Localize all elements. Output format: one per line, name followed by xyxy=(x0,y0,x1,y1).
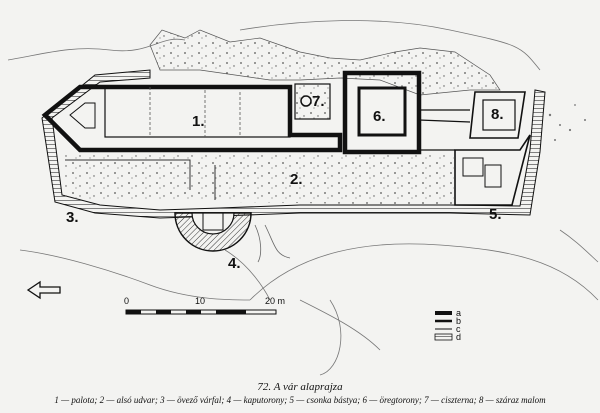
dry-mill-inner xyxy=(482,99,516,131)
bastion-chamber xyxy=(462,157,484,177)
cistern-well xyxy=(300,95,312,107)
approach-path xyxy=(254,224,291,263)
label-cistern: 7. xyxy=(312,93,325,110)
palace xyxy=(41,84,343,153)
palace-rooms xyxy=(149,87,241,137)
label-palace: 1. xyxy=(192,113,205,130)
label-half-bastion: 5. xyxy=(489,206,502,223)
keep-tower xyxy=(342,70,422,155)
scale-10: 10 xyxy=(195,296,205,306)
scatter-stones xyxy=(548,104,586,141)
figure-legend: 1 — palota; 2 — alsó udvar; 3 — övező vá… xyxy=(54,395,546,405)
direction-arrow-icon xyxy=(26,280,61,300)
label-outer-wall: 3. xyxy=(66,209,79,226)
rock-outcrop xyxy=(149,29,501,96)
scale-20: 20 m xyxy=(265,296,285,306)
scale-bar: 0 10 20 m xyxy=(124,296,285,315)
legend-d: d xyxy=(456,332,461,342)
legend-b: b xyxy=(456,316,461,326)
label-gate-tower: 4. xyxy=(228,255,241,272)
courtyard-inner-wall xyxy=(65,159,216,200)
palace-hall xyxy=(104,86,291,138)
line-legend: a b c d xyxy=(434,308,461,342)
dry-mill xyxy=(469,91,526,139)
label-keep: 6. xyxy=(373,108,386,125)
keep-inner xyxy=(357,86,407,137)
lower-courtyard xyxy=(65,155,455,205)
figure-title: 72. A vár alaprajza xyxy=(257,381,343,393)
palace-prow xyxy=(69,102,96,129)
half-bastion xyxy=(454,134,531,206)
terrain-contours xyxy=(7,20,599,376)
legend-a: a xyxy=(456,308,461,318)
connecting-wall xyxy=(418,109,471,151)
label-courtyard: 2. xyxy=(290,171,303,188)
legend-c: c xyxy=(456,324,461,334)
gate-passage xyxy=(202,213,224,231)
scale-0: 0 xyxy=(124,296,129,306)
label-dry-mill: 8. xyxy=(491,106,504,123)
bastion-chamber-2 xyxy=(484,164,502,188)
